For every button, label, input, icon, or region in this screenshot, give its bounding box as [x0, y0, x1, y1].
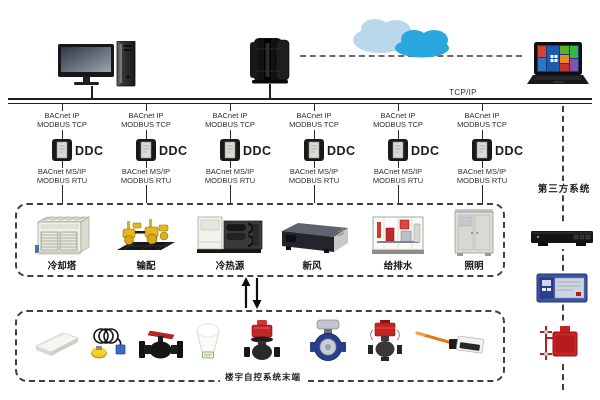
server-icon: [248, 37, 292, 85]
ddc-label: DDC: [327, 144, 356, 158]
control-valve-icon: [368, 320, 402, 362]
temperature-sensor-icon: [415, 330, 485, 360]
bus-tick: [482, 104, 483, 111]
bus-tick: [398, 104, 399, 111]
bus-tick: [62, 104, 63, 111]
plant-label-cooling-tower: 冷却塔: [47, 261, 77, 272]
connector-line: [62, 161, 63, 168]
cooling-tower-icon: [33, 212, 93, 257]
laptop-icon: [527, 42, 589, 86]
led-bulb-icon: [193, 321, 223, 361]
ddc-controller-icon: [52, 139, 72, 161]
water-supply-drainage-icon: [370, 214, 426, 256]
lever-valve-icon: [138, 328, 184, 362]
connector-line: [314, 161, 315, 168]
ddc-label: DDC: [243, 144, 272, 158]
cloud-icon: [348, 12, 460, 58]
plant-label-lighting: 照明: [464, 261, 484, 272]
connector-line: [314, 130, 315, 139]
field-connector: [398, 185, 399, 203]
field-connector: [314, 185, 315, 203]
ddc-label: DDC: [159, 144, 188, 158]
third-party-label: 第三方系统: [533, 181, 595, 195]
control-panel-icon: [536, 272, 588, 304]
ddc-label: DDC: [75, 144, 104, 158]
fresh-air-unit-icon: [276, 221, 350, 256]
ddc-controller-icon: [220, 139, 240, 161]
field-connector: [62, 185, 63, 203]
ddc-controller-icon: [472, 139, 492, 161]
tcp-ip-label: TCP/IP: [449, 88, 477, 97]
up-down-arrows-icon: [236, 276, 268, 310]
bus-tick: [314, 104, 315, 111]
bus-tick: [146, 104, 147, 111]
media-gateway-icon: [530, 225, 594, 249]
plant-label-water: 给排水: [383, 261, 413, 272]
workstation-bus-connector: [91, 86, 93, 99]
actuator-valve-icon: [244, 320, 280, 362]
ddc-controller-icon: [388, 139, 408, 161]
ddc-label: DDC: [411, 144, 440, 158]
server-bus-connector: [269, 84, 271, 99]
butterfly-valve-icon: [308, 318, 348, 362]
plant-systems-box: [15, 203, 505, 277]
field-connector: [230, 185, 231, 203]
fire-alarm-icon: [536, 324, 582, 364]
plant-label-chiller: 冷热源: [215, 261, 245, 272]
connector-line: [482, 130, 483, 139]
plant-label-fresh-air: 新风: [302, 261, 322, 272]
chiller-plant-icon: [195, 212, 265, 256]
controller-panel-icon: [34, 331, 80, 358]
field-connector: [146, 185, 147, 203]
connector-line: [230, 130, 231, 139]
ddc-label: DDC: [495, 144, 524, 158]
field-connector: [482, 185, 483, 203]
ddc-controller-icon: [304, 139, 324, 161]
bus-tick: [230, 104, 231, 111]
connector-line: [146, 161, 147, 168]
ddc-controller-icon: [136, 139, 156, 161]
connector-line: [398, 130, 399, 139]
plant-label-distribution: 输配: [136, 261, 156, 272]
distribution-pumps-icon: [115, 217, 177, 256]
float-level-switch-icon: [87, 325, 127, 362]
connector-line: [230, 161, 231, 168]
ethernet-bus: [8, 98, 592, 104]
lighting-cabinet-icon: [452, 207, 496, 257]
connector-line: [146, 130, 147, 139]
connector-line: [482, 161, 483, 168]
connector-line: [398, 161, 399, 168]
terminal-box-label: 楼宇自控系统末端: [220, 371, 307, 383]
connector-line: [62, 130, 63, 139]
workstation-icon: [58, 41, 136, 89]
